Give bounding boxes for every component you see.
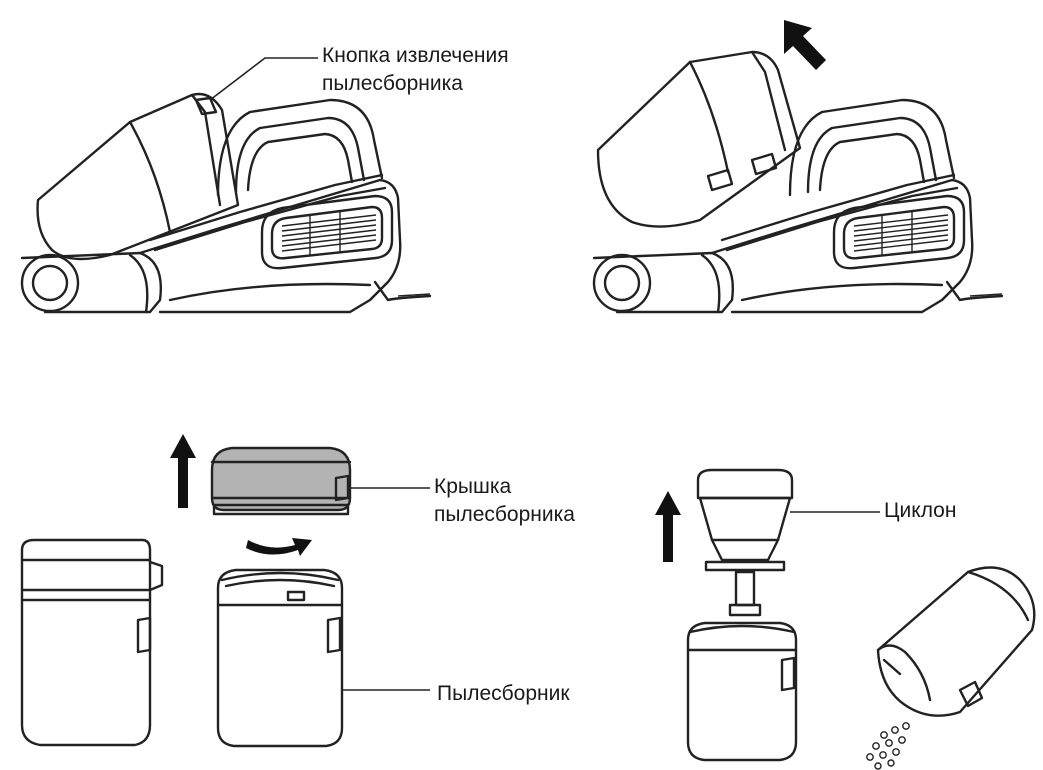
dust-particles-illustration: [866, 722, 910, 770]
label-line: пылесборника: [322, 72, 463, 95]
label-line: Кнопка извлечения: [322, 44, 509, 67]
arrow-up-icon: [170, 434, 196, 508]
label-line: Крышка: [434, 475, 512, 498]
cyclone-illustration: [696, 468, 794, 617]
label-dust-bin: Пылесборник: [437, 682, 570, 705]
dust-bin-assembled-illustration: [20, 538, 164, 747]
label-dust-bin-release-button: Кнопка извлечения пылесборника: [322, 42, 509, 98]
label-line: пылесборника: [434, 503, 575, 526]
dust-bin-without-cyclone-illustration: [686, 621, 798, 762]
arrow-up-icon: [655, 491, 681, 562]
emptying-dust-bin-illustration: [876, 566, 1036, 717]
dust-bin-lid-illustration: [210, 446, 352, 516]
leader-line-release-button: [209, 57, 318, 101]
detached-dust-bin-illustration: [596, 50, 802, 228]
label-cyclone: Циклон: [884, 499, 957, 522]
label-dust-bin-lid: Крышка пылесборника: [434, 473, 575, 529]
dust-bin-open-illustration: [216, 568, 344, 748]
vacuum-with-bin-illustration: [20, 92, 432, 314]
rotate-arrow-icon: [246, 538, 312, 556]
release-button-illustration: [194, 96, 218, 116]
vacuum-bin-removed-illustration: [592, 98, 1004, 314]
arrow-up-left-icon: [784, 20, 826, 70]
